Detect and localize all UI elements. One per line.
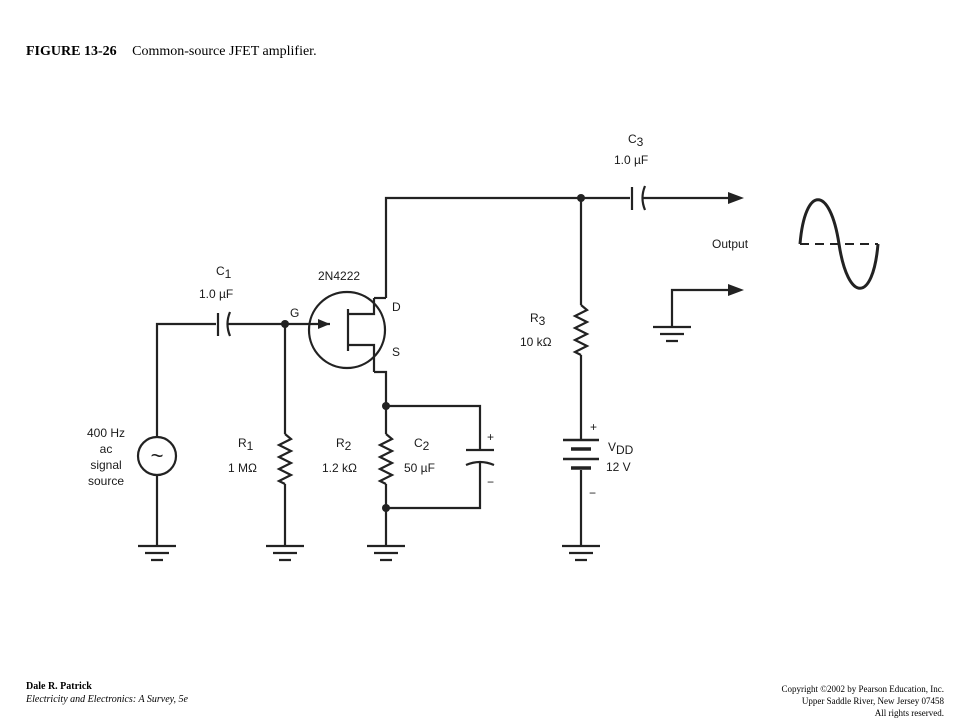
output-arrow-top: [728, 192, 744, 204]
vdd-label: VDD: [608, 440, 634, 457]
gate-label: G: [290, 306, 299, 320]
c1-label: C1: [216, 264, 232, 281]
footer-book-title: Electricity and Electronics: A Survey, 5…: [26, 694, 188, 705]
ground-symbol-output: [653, 325, 691, 343]
output-label: Output: [712, 237, 749, 251]
c2-label: C2: [414, 436, 430, 453]
r1-value: 1 MΩ: [228, 461, 257, 475]
gate-arrow: [318, 319, 330, 329]
wire-c2: [386, 404, 482, 510]
source-label: 400 Hz ac signal source: [87, 426, 125, 488]
jfet-symbol: [307, 290, 387, 372]
capacitor-c2: [465, 448, 495, 467]
capacitor-c3: [630, 185, 647, 211]
c3-label: C3: [628, 132, 644, 149]
ground-symbol-r2: [367, 544, 405, 562]
capacitor-c1: [216, 311, 232, 337]
c1-value: 1.0 µF: [199, 287, 233, 301]
ac-source-symbol: ~: [151, 443, 164, 468]
source-label-line-1: 400 Hz: [87, 426, 125, 440]
vdd-plus-sign: +: [590, 420, 597, 434]
drain-label: D: [392, 300, 401, 314]
source-label-line-2: ac: [100, 442, 113, 456]
figure-caption: FIGURE 13-26 Common-source JFET amplifie…: [26, 44, 317, 60]
vdd-value: 12 V: [606, 460, 631, 474]
r3-value: 10 kΩ: [520, 335, 552, 349]
source-terminal-label: S: [392, 345, 400, 359]
footer-author: Dale R. Patrick: [26, 681, 92, 692]
footer-copyright-line-1: Copyright ©2002 by Pearson Education, In…: [781, 684, 944, 694]
figure-title: Common-source JFET amplifier.: [132, 44, 317, 59]
footer-copyright-line-3: All rights reserved.: [874, 708, 944, 718]
r2-label: R2: [336, 436, 352, 453]
source-label-line-4: source: [88, 474, 124, 488]
ac-signal-source: ~: [136, 435, 178, 477]
output-arrow-bottom: [728, 284, 744, 296]
footer-copyright-block: Copyright ©2002 by Pearson Education, In…: [781, 683, 944, 719]
ground-symbol-source: [138, 544, 176, 562]
ground-symbol-vdd: [562, 544, 600, 562]
resistor-r1: [276, 433, 294, 485]
wire-source-node: [374, 370, 388, 545]
jfet-part-number: 2N4222: [318, 269, 360, 283]
ground-symbol-r1: [266, 544, 304, 562]
footer-author-block: Dale R. Patrick Electricity and Electron…: [26, 680, 188, 706]
source-label-line-3: signal: [90, 458, 121, 472]
wire-source-top: [155, 322, 216, 437]
c2-minus-sign: −: [487, 475, 494, 489]
resistor-r3: [572, 304, 590, 356]
c2-value: 50 µF: [404, 461, 435, 475]
battery-vdd: [563, 438, 599, 470]
c2-plus-sign: +: [487, 430, 494, 444]
r3-label: R3: [530, 311, 546, 328]
figure-number: FIGURE 13-26: [26, 44, 117, 59]
footer-copyright-line-2: Upper Saddle River, New Jersey 07458: [801, 696, 944, 706]
wire-output-ground: [670, 288, 730, 326]
c3-value: 1.0 µF: [614, 153, 648, 167]
vdd-minus-sign: −: [589, 486, 596, 500]
resistor-r2: [377, 433, 395, 485]
output-sine-wave: [798, 198, 880, 290]
r2-value: 1.2 kΩ: [322, 461, 357, 475]
r1-label: R1: [238, 436, 254, 453]
wire-drain: [384, 196, 630, 298]
